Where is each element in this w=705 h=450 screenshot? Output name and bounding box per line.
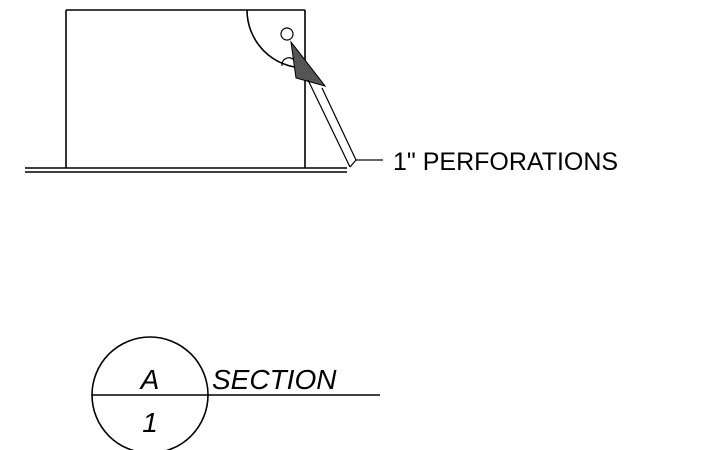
base-plate <box>25 167 347 173</box>
section-number: 1 <box>142 407 158 438</box>
section-title: SECTION <box>212 364 337 395</box>
perforations-label: 1" PERFORATIONS <box>393 148 618 176</box>
leader-arrowhead-edge <box>290 40 327 87</box>
leader-line <box>307 79 370 168</box>
section-tag: A 1 SECTION <box>91 336 380 450</box>
perforation-hole-upper <box>280 27 294 41</box>
section-letter: A <box>139 364 160 395</box>
detail-arc <box>246 9 306 69</box>
perforation-hole-lower <box>281 57 295 67</box>
box-outline <box>65 9 306 168</box>
